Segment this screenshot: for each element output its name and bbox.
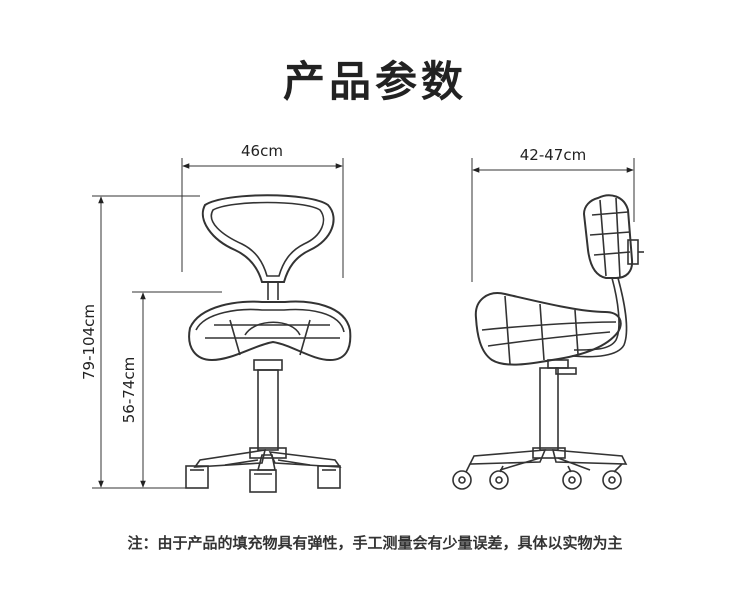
seat-height-label: 56-74cm: [120, 357, 138, 423]
front-width-dimension: [181, 158, 344, 278]
disclaimer-note: 注：由于产品的填充物具有弹性，手工测量会有少量误差，具体以实物为主: [127, 534, 623, 552]
total-height-dimension: [92, 195, 200, 489]
side-depth-label: 42-47cm: [520, 146, 586, 164]
total-height-label: 79-104cm: [80, 304, 98, 380]
front-width-label: 46cm: [241, 142, 283, 160]
front-view-chair: [185, 194, 352, 493]
side-depth-dimension: [471, 158, 635, 282]
page-title: 产品参数: [282, 57, 467, 106]
side-view-chair: [452, 194, 644, 490]
seat-height-dimension: [132, 291, 222, 489]
